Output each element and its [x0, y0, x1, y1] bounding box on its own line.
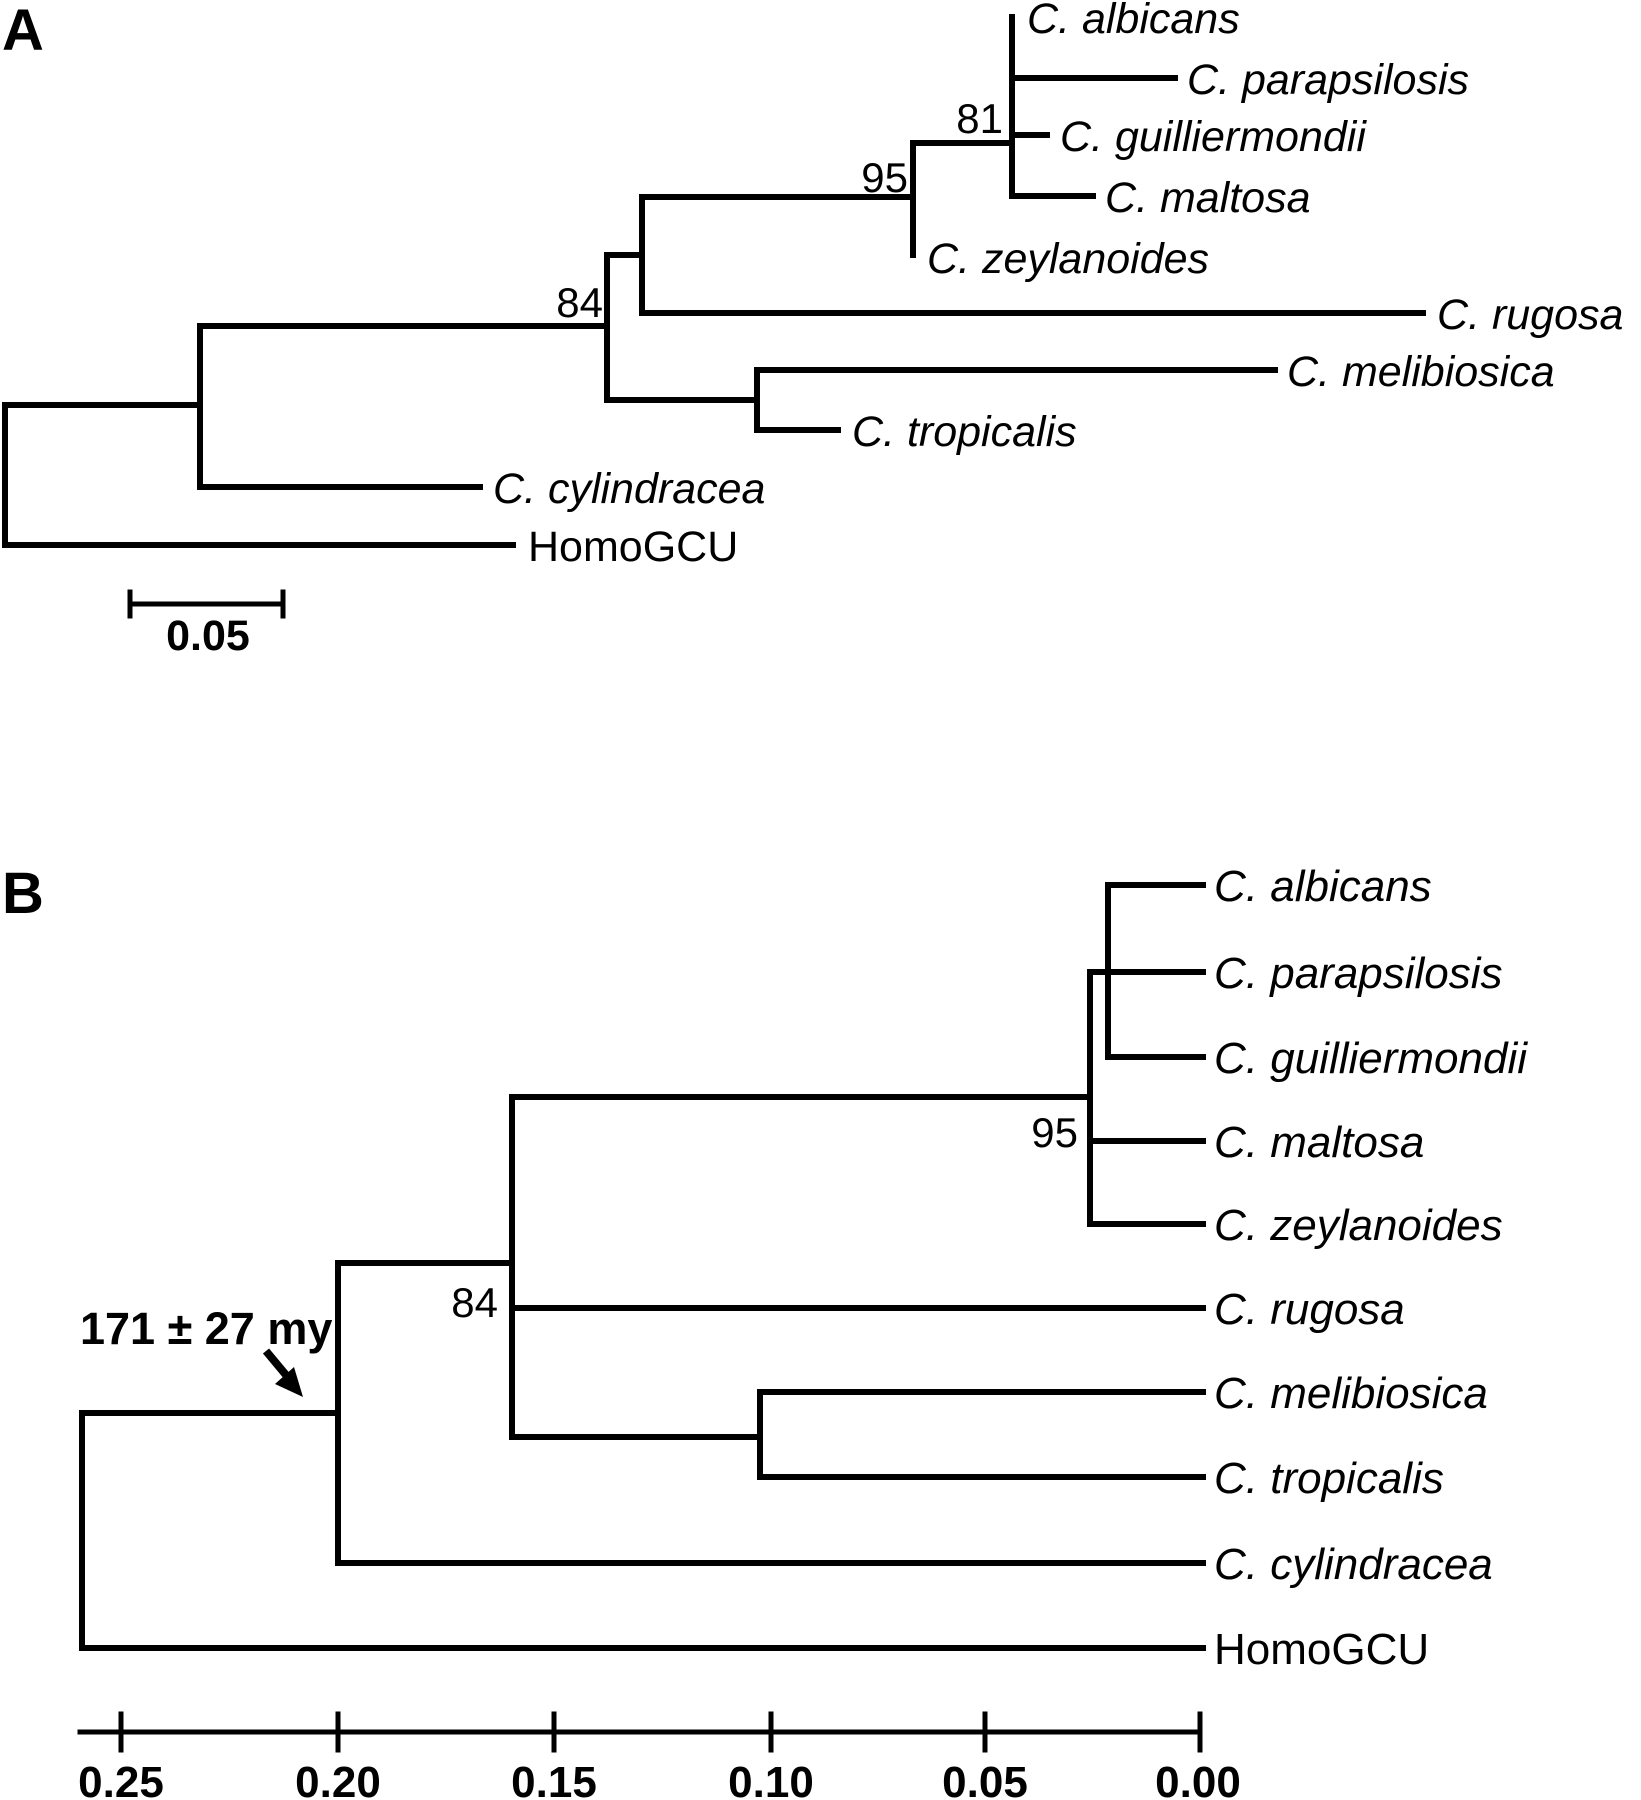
panel-a-taxon-melibiosica: C. melibiosica	[1287, 348, 1555, 396]
panel-b: B 171 ± 27 my 84 95 C. albicans C. parap…	[2, 861, 1528, 1800]
panel-b-taxon-rugosa: C. rugosa	[1214, 1285, 1405, 1334]
panel-b-tree-branches	[79, 882, 1206, 1651]
panel-b-support-84: 84	[451, 1279, 498, 1326]
panel-a-scale-bar-line	[127, 589, 286, 619]
axis-tick-label-0-10: 0.10	[728, 1758, 814, 1800]
panel-b-taxon-homogcu: HomoGCU	[1214, 1625, 1429, 1674]
panel-b-taxon-parapsilosis: C. parapsilosis	[1214, 949, 1503, 998]
panel-b-taxon-cylindracea: C. cylindracea	[1214, 1540, 1493, 1589]
panel-a-support-81: 81	[956, 95, 1003, 142]
panel-b-taxon-albicans: C. albicans	[1214, 862, 1432, 911]
panel-a-taxon-albicans: C. albicans	[1027, 0, 1240, 43]
panel-a-taxon-cylindracea: C. cylindracea	[493, 465, 765, 513]
panel-b-axis-line	[77, 1711, 1203, 1753]
panel-a-letter: A	[2, 0, 44, 63]
panel-a-scale-bar: 0.05	[127, 589, 286, 660]
panel-b-taxon-tropicalis: C. tropicalis	[1214, 1454, 1444, 1503]
panel-a-taxon-guilliermondii: C. guilliermondii	[1060, 113, 1367, 161]
panel-b-taxon-zeylanoides: C. zeylanoides	[1214, 1201, 1503, 1250]
axis-tick-label-0-00: 0.00	[1155, 1758, 1241, 1800]
panel-a-taxon-tropicalis: C. tropicalis	[852, 408, 1077, 456]
panel-a-tree-branches	[2, 14, 1426, 548]
axis-tick-label-0-05: 0.05	[942, 1758, 1028, 1800]
panel-a: A 81 95 84 C. albicans C. parapsilosis C…	[2, 0, 1623, 660]
panel-a-taxon-homogcu: HomoGCU	[528, 523, 738, 571]
panel-a-taxon-rugosa: C. rugosa	[1437, 291, 1623, 339]
panel-a-taxon-maltosa: C. maltosa	[1105, 174, 1311, 222]
panel-b-letter: B	[2, 861, 44, 926]
panel-a-taxon-zeylanoides: C. zeylanoides	[927, 235, 1209, 283]
axis-tick-label-0-15: 0.15	[511, 1758, 597, 1800]
panel-a-support-84: 84	[556, 279, 603, 326]
panel-b-support-95: 95	[1031, 1109, 1078, 1156]
axis-tick-label-0-20: 0.20	[295, 1758, 381, 1800]
panel-b-taxon-maltosa: C. maltosa	[1214, 1118, 1424, 1167]
axis-tick-label-0-25: 0.25	[78, 1758, 164, 1800]
panel-b-age-annotation: 171 ± 27 my	[80, 1303, 332, 1354]
panel-b-taxon-melibiosica: C. melibiosica	[1214, 1369, 1488, 1418]
panel-b-taxon-guilliermondii: C. guilliermondii	[1214, 1034, 1528, 1083]
panel-a-taxon-parapsilosis: C. parapsilosis	[1187, 56, 1469, 104]
age-arrow-icon	[262, 1348, 303, 1397]
panel-b-axis: 0.25 0.20 0.15 0.10 0.05 0.00	[77, 1711, 1241, 1800]
panel-a-scale-bar-label: 0.05	[166, 612, 250, 660]
panel-a-support-95: 95	[861, 154, 908, 201]
